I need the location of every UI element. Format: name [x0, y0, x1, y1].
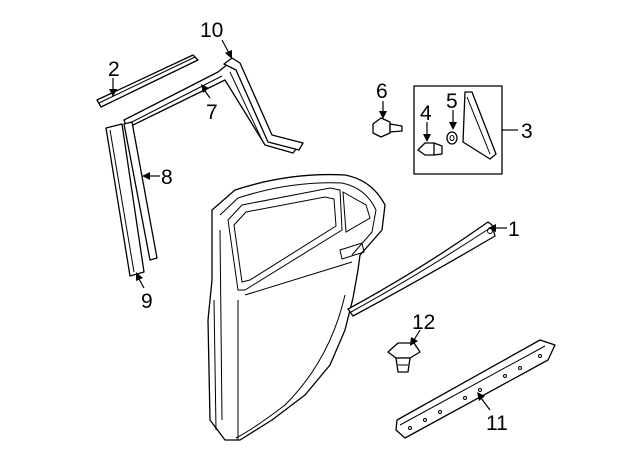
- part-6-screw: [372, 117, 403, 138]
- callout-8: 8: [161, 166, 173, 189]
- callout-10: 10: [200, 19, 223, 42]
- callout-5: 5: [446, 90, 458, 113]
- part-5-grommet: [446, 131, 458, 145]
- part-3-assembly-box: [413, 85, 503, 175]
- leader-lines: [109, 39, 518, 411]
- part-7-window-channel: [123, 57, 304, 154]
- part-2-roof-molding: [96, 54, 199, 108]
- rear-door: [207, 173, 386, 441]
- callout-4: 4: [420, 102, 432, 125]
- callout-3: 3: [521, 120, 533, 143]
- callout-9: 9: [141, 290, 153, 313]
- callout-12: 12: [412, 311, 435, 334]
- part-8-pillar-trim: [123, 121, 158, 261]
- callout-1: 1: [508, 218, 520, 241]
- part-4-clip: [417, 142, 443, 156]
- part-3-corner-cover: [462, 91, 497, 160]
- callout-2: 2: [108, 58, 120, 81]
- callout-labels: 2 10 7 8 9 1 6 4 5 3 12 11: [108, 19, 533, 435]
- part-9-pillar-applique: [105, 123, 145, 277]
- part-11-rocker-molding: [395, 339, 556, 439]
- callout-6: 6: [376, 80, 388, 103]
- callout-11: 11: [486, 412, 508, 435]
- part-12-clip: [387, 342, 421, 373]
- callout-7: 7: [206, 101, 218, 124]
